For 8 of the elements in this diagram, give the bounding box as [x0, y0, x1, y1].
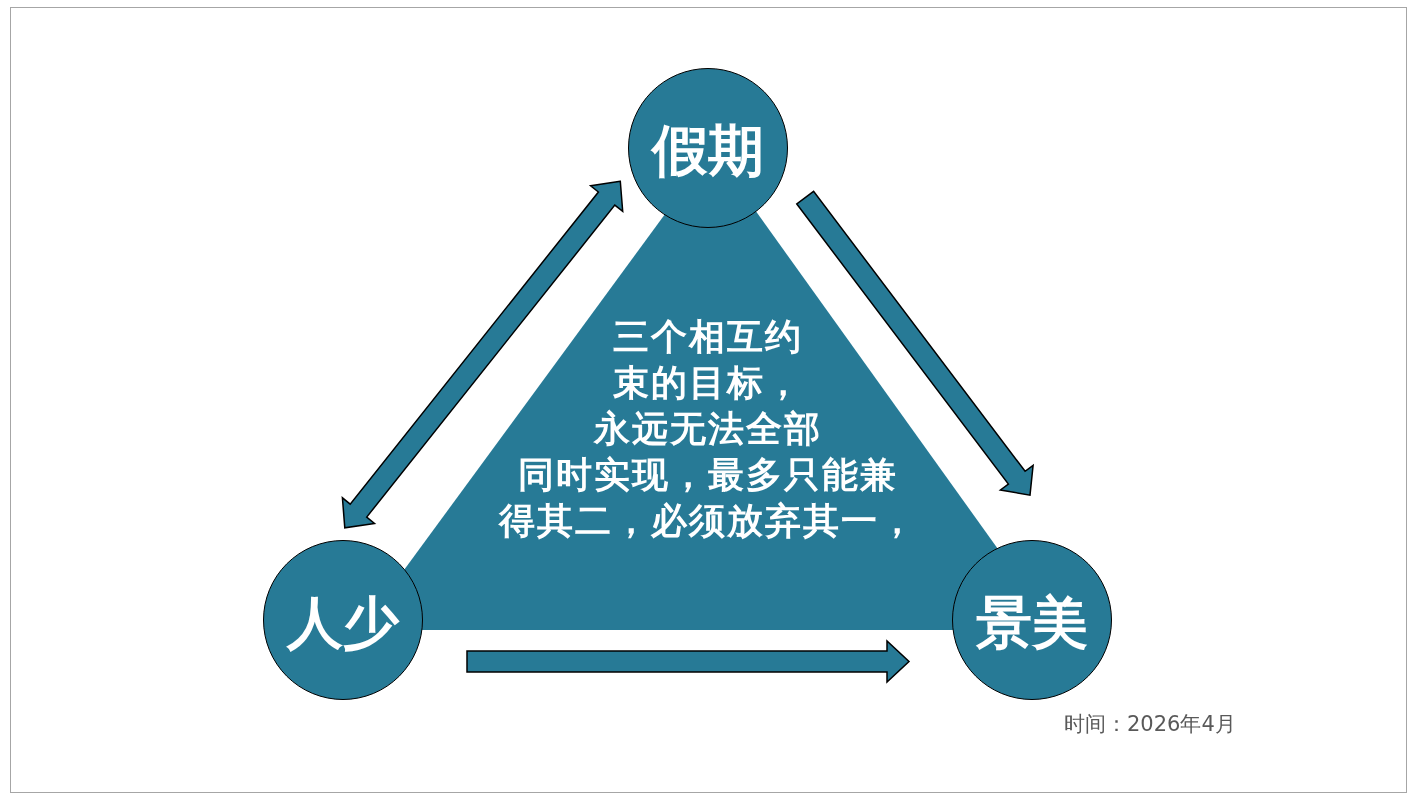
triangle-text: 三个相互约束的目标，永远无法全部同时实现，最多只能兼得其二，必须放弃其一， — [497, 315, 918, 543]
date-label: 时间：2026年4月 — [1064, 712, 1236, 738]
circle-label: 人少 — [287, 589, 399, 651]
circle-label: 景美 — [976, 589, 1088, 651]
block-arrow — [795, 190, 1035, 497]
double-arrow — [341, 180, 624, 529]
circle-label: 假期 — [652, 117, 764, 179]
block-arrow — [466, 639, 911, 684]
